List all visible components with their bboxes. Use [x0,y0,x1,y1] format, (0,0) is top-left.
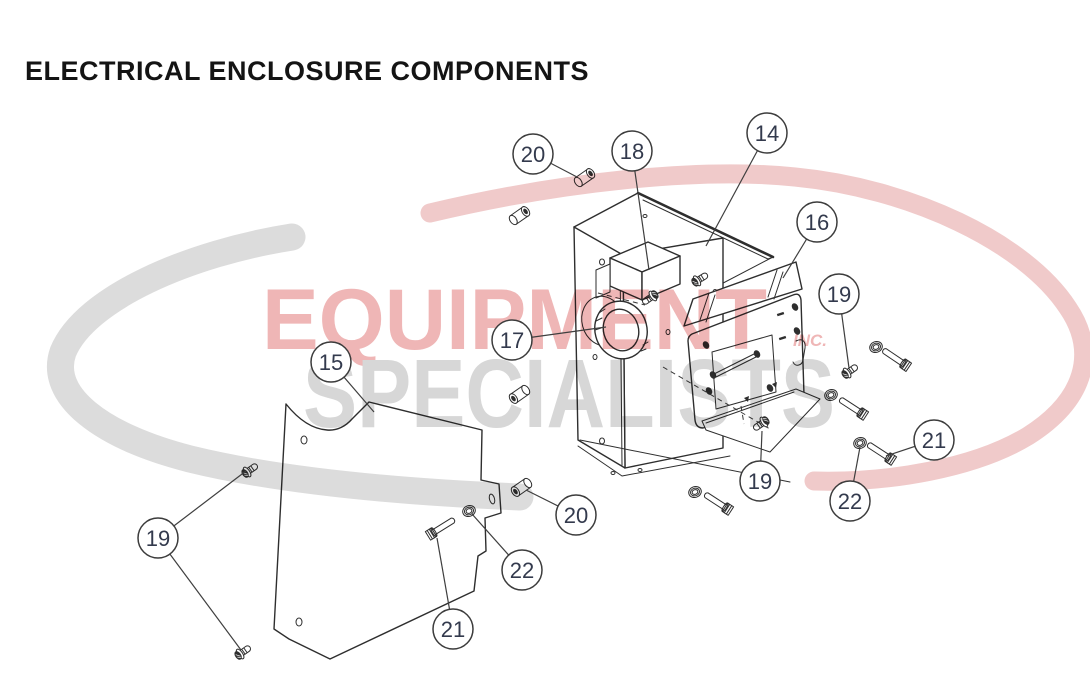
part-15-cover-panel-drawing [273,401,502,660]
bolt-drawing [864,439,898,466]
callout-number: 16 [805,210,829,235]
callout-number: 21 [441,617,465,642]
callout-bubble-19 [739,460,781,502]
bushing-drawing [507,204,532,227]
callout-bubble-17 [491,319,533,361]
callout-number: 20 [564,503,588,528]
part-17-grommet-drawing [581,295,649,360]
callout-bubble-22 [501,549,543,591]
callout-bubble-18 [611,130,653,172]
callout-bubble-15 [310,341,352,383]
callout-number: 14 [755,121,779,146]
callout-bubble-14 [746,112,788,154]
callout-number: 20 [521,142,545,167]
callout-number: 21 [922,428,946,453]
callout-number: 22 [510,558,534,583]
callout-bubble-20 [512,133,554,175]
bolt-drawing [879,345,913,372]
line-art [231,166,913,663]
callout-bubble-22 [829,480,871,522]
callout-number: 18 [620,139,644,164]
callout-number: 17 [500,328,524,353]
callout-leader [157,537,242,651]
callout-number: 15 [319,350,343,375]
washer-drawing [686,484,704,500]
callout-bubble-20 [555,494,597,536]
watermark-swoosh-gray [47,223,534,511]
callout-bubble-19 [137,517,179,559]
callout-number: 19 [146,526,170,551]
callout-leader [705,132,768,247]
screw-drawing [231,642,254,663]
part-18-block-drawing [595,241,681,306]
callout-bubble-21 [432,608,474,650]
callout-bubble-19 [818,273,860,315]
watermark-swoosh-red [420,164,1090,491]
bolt-drawing [701,489,735,516]
callout-number: 19 [827,282,851,307]
watermark: EQUIPMENT SPECIALISTS INC. [47,164,1090,511]
callout-number: 19 [748,469,772,494]
watermark-word-bottom: SPECIALISTS [303,339,835,448]
watermark-suffix: INC. [793,331,827,350]
callout-bubble-21 [913,419,955,461]
screw-drawing [838,361,861,382]
washer-drawing [867,339,885,355]
bolt-drawing [836,394,870,421]
callout-bubble-16 [796,201,838,243]
callout-number: 22 [838,489,862,514]
page-title: ELECTRICAL ENCLOSURE COMPONENTS [25,56,589,86]
callout-layer: 14 18 20 16 19 17 15 19 20 22 21 19 22 21 [137,112,955,651]
